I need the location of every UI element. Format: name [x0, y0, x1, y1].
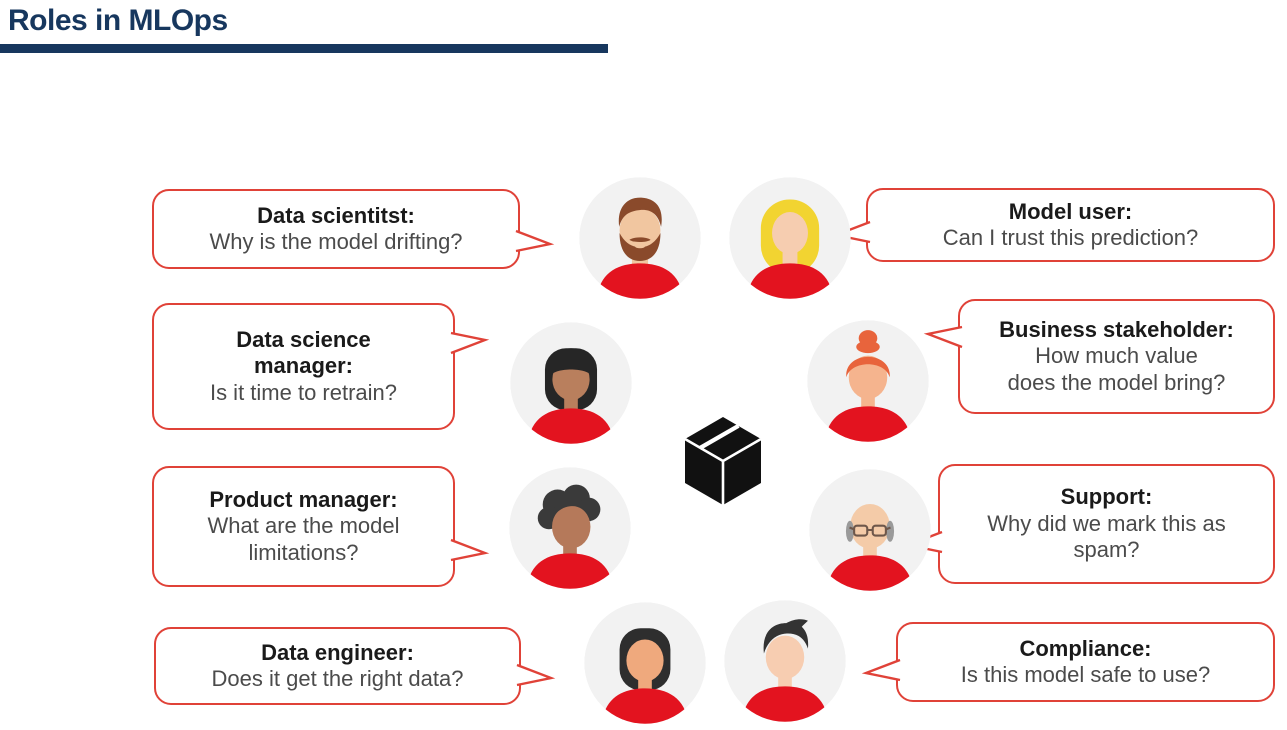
role-question: Why did we mark this as spam?	[987, 510, 1226, 563]
role-question: Does it get the right data?	[211, 666, 464, 691]
speech-tail-icon	[516, 663, 556, 687]
role-title: Data scientitst:	[257, 202, 415, 228]
role-question: Is this model safe to use?	[960, 662, 1211, 687]
speech-tail-icon	[450, 331, 490, 355]
glasses-icon	[849, 524, 891, 537]
speech-tail-icon	[861, 658, 901, 682]
avatar-bun-woman-icon	[806, 319, 930, 443]
role-question: What are the model limitations?	[207, 513, 400, 565]
avatar-bald-glasses-man-icon	[808, 468, 932, 592]
speech-bubble-support: Support: Why did we mark this as spam?	[903, 464, 1275, 584]
role-title: Data science manager:	[236, 326, 371, 379]
speech-tail-icon	[923, 325, 963, 349]
avatar-swept-hair-man-icon	[723, 599, 847, 723]
speech-bubble-business-stakeholder: Business stakeholder: How much value doe…	[923, 299, 1275, 414]
speech-tail-icon	[450, 538, 490, 562]
avatar-bob-woman-icon	[583, 601, 707, 725]
speech-bubble-product-manager: Product manager: What are the model limi…	[152, 466, 490, 587]
role-question: How much value does the model bring?	[1007, 343, 1226, 395]
role-title: Compliance:	[1019, 635, 1152, 661]
page-title: Roles in MLOps	[8, 4, 228, 37]
avatar-bearded-man-icon	[578, 176, 702, 300]
role-title: Product manager:	[209, 486, 398, 512]
speech-bubble-data-scientist: Data scientitst: Why is the model drifti…	[152, 189, 555, 269]
black-box-model-icon	[673, 408, 773, 514]
speech-bubble-model-user: Model user: Can I trust this prediction?	[831, 188, 1275, 262]
role-title: Business stakeholder:	[999, 316, 1234, 342]
speech-bubble-data-science-manager: Data science manager: Is it time to retr…	[152, 303, 490, 430]
avatar-bob-bangs-woman-icon	[509, 321, 633, 445]
speech-bubble-compliance: Compliance: Is this model safe to use?	[861, 622, 1275, 702]
role-question: Is it time to retrain?	[209, 379, 398, 405]
role-title: Data engineer:	[261, 639, 414, 665]
speech-tail-icon	[515, 229, 555, 253]
role-question: Why is the model drifting?	[209, 229, 463, 254]
role-question: Can I trust this prediction?	[942, 225, 1199, 250]
role-title: Support:	[1060, 484, 1153, 510]
title-underline	[0, 44, 608, 53]
avatar-curly-hair-man-icon	[508, 466, 632, 590]
speech-bubble-data-engineer: Data engineer: Does it get the right dat…	[154, 627, 556, 705]
role-title: Model user:	[1008, 198, 1133, 224]
avatar-blonde-woman-icon	[728, 176, 852, 300]
